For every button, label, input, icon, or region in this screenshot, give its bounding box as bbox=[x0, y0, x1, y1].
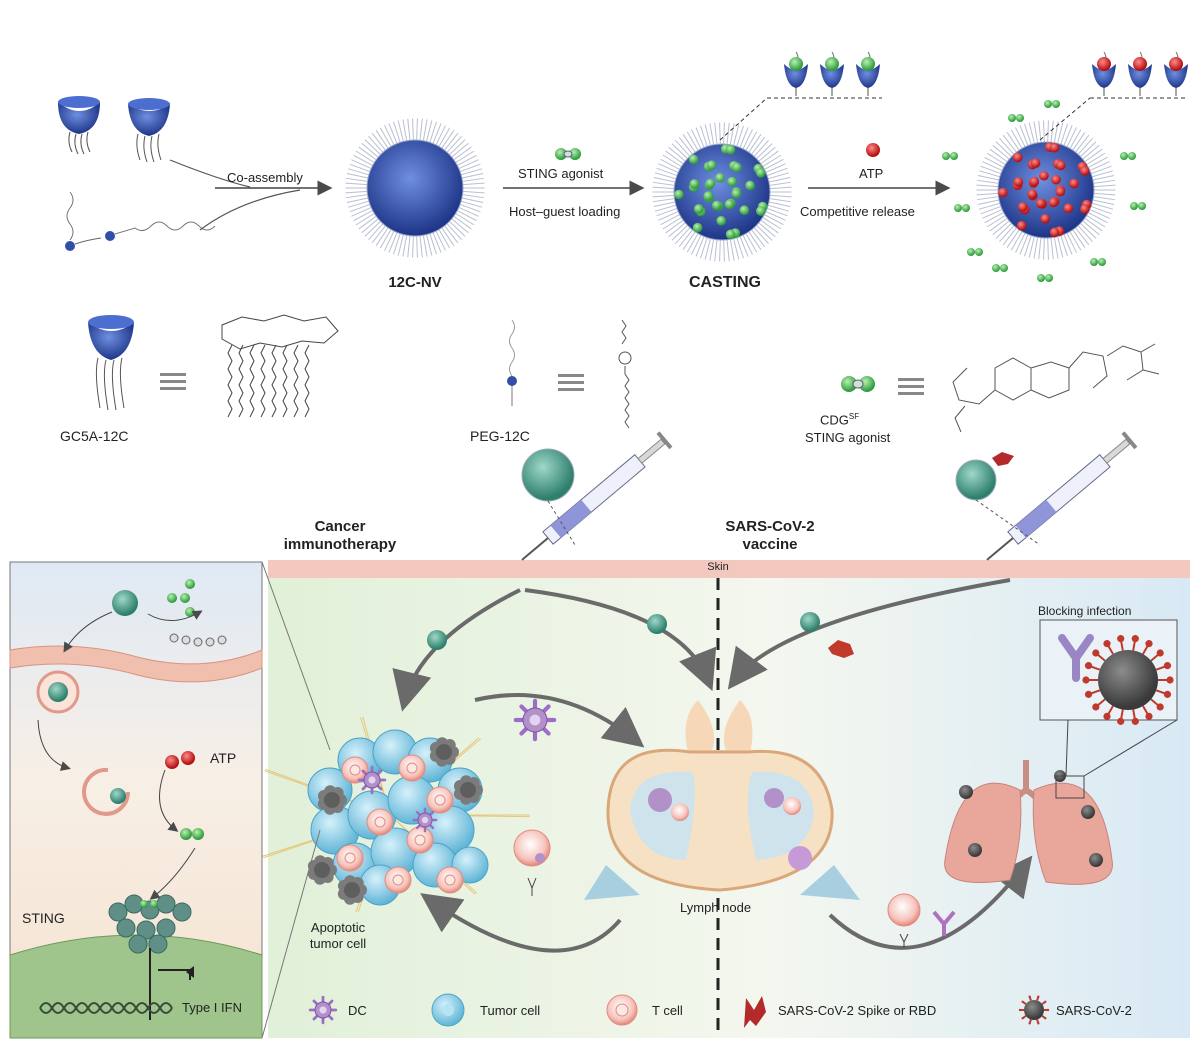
dna-strand bbox=[39, 1002, 173, 1014]
membrane-surface-agonists bbox=[147, 579, 227, 647]
12c-nv-particle bbox=[345, 118, 485, 258]
released-particle bbox=[942, 100, 1146, 282]
casting-label: CASTING bbox=[689, 274, 761, 291]
converge-line bbox=[169, 159, 251, 188]
atp-label: ATP bbox=[859, 166, 884, 181]
syringe-icon-2 bbox=[986, 431, 1138, 561]
flow-arrow bbox=[474, 693, 645, 748]
equals-sign bbox=[160, 373, 186, 390]
inset-atp-label: ATP bbox=[210, 750, 237, 766]
released-zoom-callout bbox=[1039, 51, 1188, 141]
equals-sign bbox=[558, 374, 584, 391]
peg-structure-drawing bbox=[618, 319, 632, 429]
converge-line bbox=[199, 189, 301, 231]
gc5a-molecule-icon-2 bbox=[128, 98, 170, 163]
casting-particle bbox=[652, 122, 792, 262]
flow-arrow bbox=[828, 855, 1033, 950]
spike-icon bbox=[992, 452, 1014, 466]
equals-sign bbox=[898, 378, 924, 395]
sting-protein bbox=[108, 894, 192, 954]
sars-title-line1: SARS-CoV-2 bbox=[725, 518, 815, 535]
sting-label: STING bbox=[22, 910, 65, 926]
casting-zoom-callout bbox=[719, 51, 882, 141]
t-cell bbox=[513, 829, 551, 867]
gc5a-legend-icon bbox=[88, 315, 134, 411]
flow-arrow bbox=[420, 893, 622, 953]
atp-icon bbox=[866, 143, 880, 157]
tumor-cluster bbox=[262, 716, 530, 913]
competitive-release-label: Competitive release bbox=[800, 204, 915, 219]
syringe-zoom-particle bbox=[521, 448, 575, 502]
dendritic-cell bbox=[513, 698, 557, 742]
apoptotic-label-line2: tumor cell bbox=[309, 936, 367, 951]
legend-virus-icon bbox=[1018, 995, 1050, 1025]
peg-legend-icon bbox=[507, 319, 517, 406]
peg-label: PEG-12C bbox=[470, 428, 530, 444]
skin-layer bbox=[268, 560, 1190, 578]
apoptotic-label-line1: Apoptotic bbox=[310, 920, 366, 935]
cancer-title-line1: Cancer bbox=[314, 518, 366, 535]
antibody-icon bbox=[932, 910, 956, 936]
broken-endosome bbox=[82, 767, 130, 816]
lymph-node-label: Lymph node bbox=[680, 900, 752, 915]
inset-particle bbox=[112, 590, 138, 616]
co-assembly-label: Co-assembly bbox=[227, 170, 303, 185]
legend-tumor-label: Tumor cell bbox=[480, 1003, 541, 1018]
cdg-legend-icon bbox=[841, 376, 875, 392]
lungs bbox=[944, 760, 1113, 885]
t-cell bbox=[887, 893, 921, 927]
sars-title-line2: vaccine bbox=[742, 536, 798, 553]
inset-connector bbox=[261, 829, 321, 1039]
gc5a-label: GC5A-12C bbox=[60, 428, 129, 444]
syringe-zoom-particle-2 bbox=[955, 459, 997, 501]
peg-molecule-icon-2 bbox=[105, 221, 216, 241]
12c-nv-label: 12C-NV bbox=[388, 274, 442, 291]
spike-protein-icon bbox=[828, 640, 854, 658]
legend-dc-icon bbox=[308, 995, 338, 1025]
type-i-ifn-label: Type I IFN bbox=[182, 1000, 242, 1015]
blocking-infection-label: Blocking infection bbox=[1038, 604, 1132, 618]
sting-agonist-label: STING agonist bbox=[518, 166, 604, 181]
syringe-icon bbox=[521, 431, 673, 561]
legend-spike-label: SARS-CoV-2 Spike or RBD bbox=[778, 1003, 937, 1018]
peg-molecule-icon bbox=[65, 191, 102, 251]
cdg-label: CDGSF bbox=[820, 412, 860, 428]
gc5a-structure-drawing bbox=[221, 314, 339, 418]
vaccine-particle bbox=[427, 630, 447, 650]
inset-connector bbox=[261, 561, 331, 751]
vaccine-particle bbox=[647, 614, 667, 634]
legend-dc-label: DC bbox=[348, 1003, 367, 1018]
legend-tcell-label: T cell bbox=[652, 1003, 683, 1018]
legend-virus-label: SARS-CoV-2 bbox=[1056, 1003, 1132, 1018]
cdg-structure-drawing bbox=[952, 343, 1160, 433]
host-guest-label: Host–guest loading bbox=[509, 204, 621, 219]
vaccine-particle bbox=[800, 612, 820, 632]
cancer-title-line2: immunotherapy bbox=[283, 536, 397, 553]
inset-atp-icon bbox=[165, 755, 179, 769]
gc5a-molecule-icon bbox=[58, 96, 100, 155]
flow-arrow bbox=[727, 578, 1011, 690]
cdg-sting-agonist-label: STING agonist bbox=[805, 430, 891, 445]
lymph-node bbox=[584, 700, 860, 900]
cell-membrane bbox=[9, 645, 263, 683]
sting-agonist-icon bbox=[555, 148, 581, 160]
legend-spike-icon bbox=[744, 996, 766, 1028]
blocking-infection-inset bbox=[1039, 619, 1178, 777]
skin-label: Skin bbox=[707, 561, 729, 573]
